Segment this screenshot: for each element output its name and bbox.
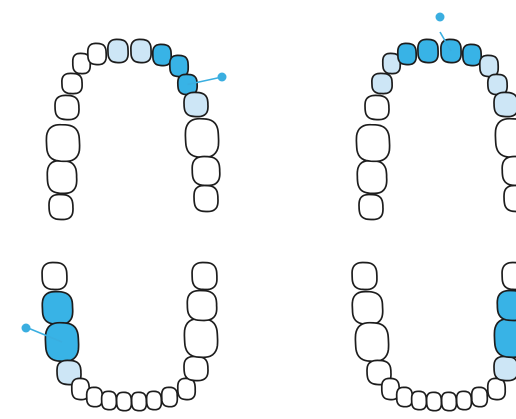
- tooth-13-light: [494, 356, 516, 380]
- tooth-16-none: [504, 186, 516, 212]
- tooth-8-none: [117, 392, 132, 410]
- tooth-1-none: [49, 194, 73, 219]
- tooth-14-none: [185, 119, 218, 158]
- tooth-7-none: [412, 391, 427, 409]
- lower-arch-right: [352, 263, 516, 411]
- tooth-14-none: [495, 119, 516, 158]
- tooth-16-none: [194, 186, 218, 212]
- tooth-5-none: [62, 73, 82, 93]
- tooth-14-dark: [494, 319, 516, 358]
- tooth-2-none: [352, 292, 382, 325]
- tooth-1-none: [42, 263, 67, 290]
- tooth-11-dark: [170, 55, 188, 76]
- upper-arch-left: [46, 39, 226, 219]
- tooth-7-none: [102, 391, 117, 409]
- tooth-10-dark: [153, 44, 171, 65]
- tooth-6-none: [397, 387, 413, 406]
- tooth-11-none: [162, 387, 178, 406]
- pin-marker: [218, 73, 227, 82]
- tooth-15-none: [502, 157, 516, 186]
- tooth-4-none: [365, 95, 389, 119]
- tooth-10-none: [147, 391, 162, 409]
- tooth-13-light: [184, 92, 208, 116]
- tooth-6-none: [87, 387, 103, 406]
- tooth-1-none: [352, 263, 377, 290]
- tooth-9-none: [442, 392, 457, 410]
- tooth-14-none: [184, 319, 217, 358]
- pin-marker: [22, 324, 31, 333]
- tooth-10-none: [457, 391, 472, 409]
- tooth-13-light: [494, 92, 516, 116]
- tooth-10-dark: [463, 44, 481, 65]
- tooth-11-light: [480, 55, 498, 76]
- tooth-9-light: [131, 39, 151, 62]
- tooth-7-dark: [398, 43, 416, 64]
- tooth-16-none: [192, 263, 217, 290]
- tooth-12-none: [488, 378, 505, 399]
- pin-marker: [436, 13, 445, 22]
- tooth-8-none: [427, 392, 442, 410]
- lower-arch-left: [22, 263, 218, 411]
- tooth-4-none: [55, 95, 79, 119]
- tooth-12-none: [178, 378, 195, 399]
- tooth-13-none: [184, 356, 208, 380]
- tooth-3-none: [356, 125, 389, 162]
- tooth-1-none: [359, 194, 383, 219]
- tooth-2-none: [47, 161, 76, 194]
- tooth-8-light: [108, 39, 128, 62]
- tooth-9-none: [132, 392, 147, 410]
- upper-arch-right: [356, 13, 516, 220]
- tooth-15-none: [187, 291, 216, 321]
- tooth-7-none: [88, 43, 106, 64]
- tooth-15-none: [192, 157, 220, 186]
- tooth-16-none: [502, 263, 516, 290]
- tooth-5-light: [372, 73, 392, 93]
- tooth-15-dark: [497, 291, 516, 321]
- tooth-3-none: [355, 323, 388, 362]
- tooth-11-none: [472, 387, 488, 406]
- tooth-2-none: [357, 161, 386, 194]
- tooth-3-none: [46, 125, 79, 162]
- tooth-2-dark: [42, 292, 72, 325]
- tooth-8-dark: [418, 39, 438, 62]
